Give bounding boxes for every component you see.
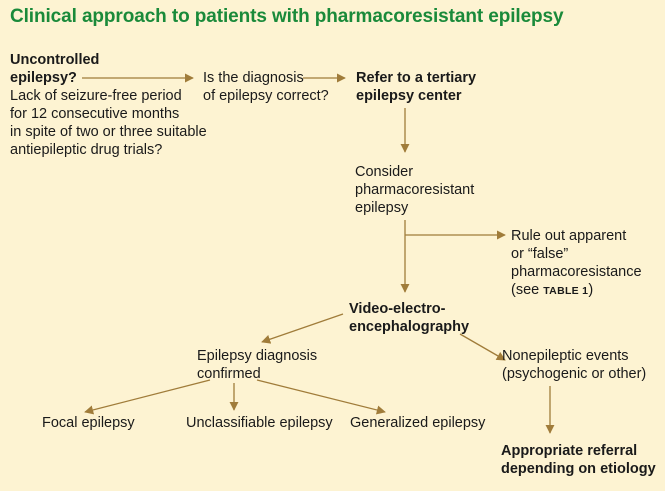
rule-out-see-line: (see TABLE 1) — [511, 281, 593, 301]
uncontrolled-body-line4: antiepileptic drug trials? — [10, 142, 163, 158]
referral-line2: depending on etiology — [501, 461, 656, 477]
generalized-epilepsy: Generalized epilepsy — [350, 415, 486, 431]
uncontrolled-body-line1: Lack of seizure-free period — [10, 88, 182, 104]
rule-out-line2: or “false” — [511, 246, 569, 262]
uncontrolled-body-line2: for 12 consecutive months — [10, 106, 180, 122]
see-prefix: (see — [511, 282, 544, 298]
uncontrolled-body-line3: in spite of two or three suitable — [10, 124, 207, 140]
arrow-confirmed-to-focal — [84, 379, 211, 415]
rule-out-line3: pharmacoresistance — [511, 264, 642, 280]
see-suffix: ) — [588, 282, 594, 298]
focal-epilepsy: Focal epilepsy — [42, 415, 135, 431]
nonepileptic-line1: Nonepileptic events — [502, 348, 629, 364]
page-title: Clinical approach to patients with pharm… — [10, 6, 564, 27]
uncontrolled-heading-line2: epilepsy? — [10, 70, 77, 86]
table-1-reference: TABLE 1 — [543, 285, 589, 297]
arrow-confirmed-to-generalized — [256, 379, 386, 415]
consider-line1: Consider — [355, 164, 414, 180]
veeg-line2: encephalography — [349, 319, 470, 335]
consider-line2: pharmacoresistant — [355, 182, 475, 198]
arrow-veeg-to-nonepileptic — [459, 333, 506, 361]
consider-line3: epilepsy — [355, 200, 409, 216]
rule-out-line1: Rule out apparent — [511, 228, 627, 244]
diagnosis-question-line2: of epilepsy correct? — [203, 88, 329, 104]
confirmed-line2: confirmed — [197, 366, 261, 382]
arrow-veeg-to-confirmed — [261, 313, 344, 344]
diagnosis-question-line1: Is the diagnosis — [203, 70, 304, 86]
referral-line1: Appropriate referral — [501, 443, 638, 459]
refer-line2: epilepsy center — [356, 88, 462, 104]
veeg-line1: Video-electro- — [349, 301, 446, 317]
unclassifiable-epilepsy: Unclassifiable epilepsy — [186, 415, 333, 431]
refer-line1: Refer to a tertiary — [356, 70, 477, 86]
nonepileptic-line2: (psychogenic or other) — [502, 366, 647, 382]
uncontrolled-heading-line1: Uncontrolled — [10, 52, 100, 68]
confirmed-line1: Epilepsy diagnosis — [197, 348, 318, 364]
